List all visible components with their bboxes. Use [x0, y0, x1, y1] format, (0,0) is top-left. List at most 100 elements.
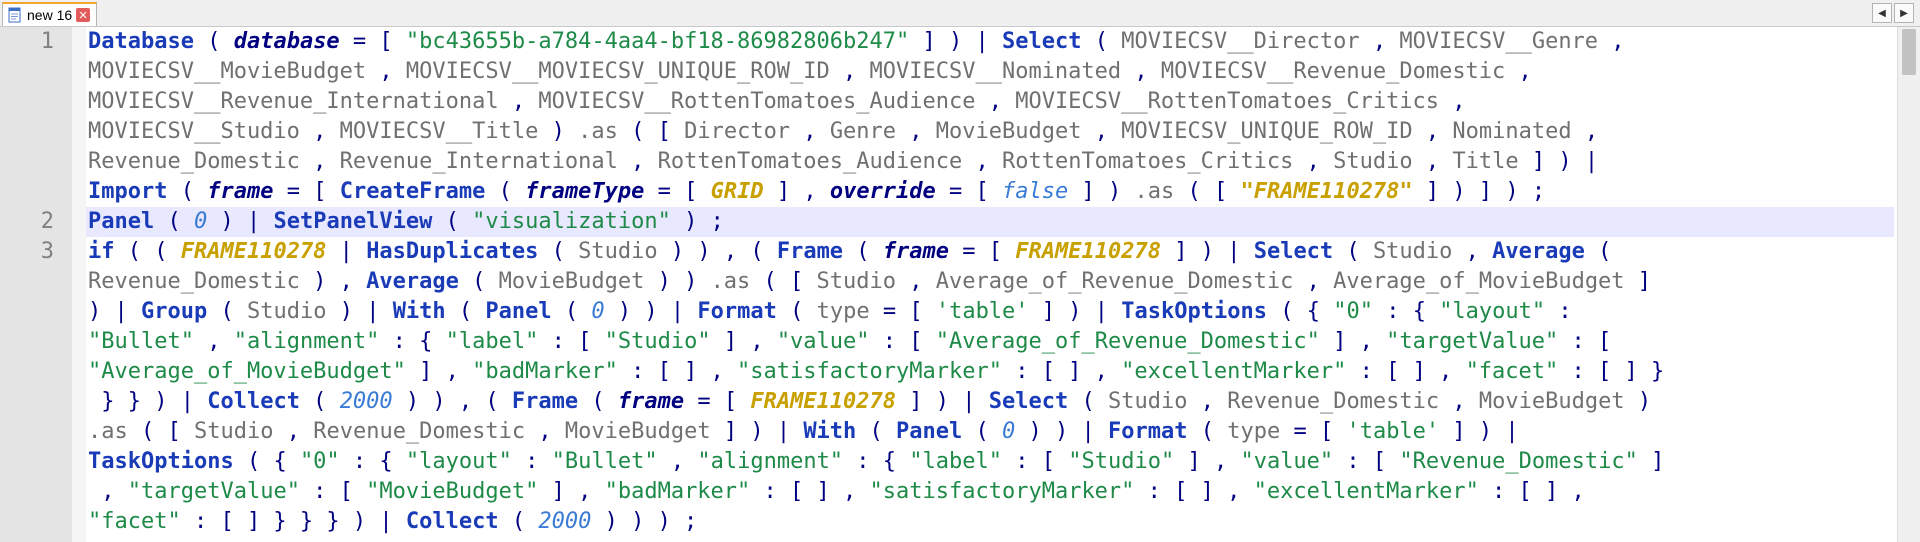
code-token: override: [829, 179, 936, 204]
code-token: ,: [896, 119, 936, 144]
code-line[interactable]: .as ( [ Studio , Revenue_Domestic , Movi…: [88, 417, 1894, 447]
code-token: : [ ] ,: [1134, 479, 1254, 504]
code-token: ] ,: [538, 479, 605, 504]
tab-scroll-right-button[interactable]: ▶: [1894, 3, 1914, 23]
code-token: FRAME110278: [180, 239, 327, 264]
code-token: ( [: [750, 269, 817, 294]
code-line[interactable]: Revenue_Domestic , Revenue_International…: [88, 147, 1894, 177]
code-token: MovieBudget: [935, 119, 1082, 144]
code-token: Import: [88, 179, 168, 204]
code-token: Average: [1492, 239, 1585, 264]
code-token: Panel: [485, 299, 552, 324]
code-token: : [: [869, 329, 936, 354]
code-token: (: [299, 389, 340, 414]
code-editor[interactable]: 1 2 3 Database ( database = [ "bc43655b-…: [0, 27, 1920, 542]
code-token: "0": [299, 449, 340, 474]
code-token: : [ ] }: [1558, 359, 1665, 384]
code-token: ,: [962, 149, 1002, 174]
code-token: ) ) ) ;: [591, 509, 698, 534]
code-token: "label": [909, 449, 1003, 474]
code-token: Genre: [829, 119, 897, 144]
code-token: ( {: [1266, 299, 1334, 324]
code-line[interactable]: Revenue_Domestic ) , Average ( MovieBudg…: [88, 267, 1894, 297]
code-token: (: [776, 299, 817, 324]
code-token: "Average_of_MovieBudget": [88, 359, 406, 384]
code-line[interactable]: Panel ( 0 ) | SetPanelView ( "visualizat…: [88, 207, 1894, 237]
code-line[interactable]: "Average_of_MovieBudget" ] , "badMarker"…: [88, 357, 1894, 387]
code-token: ,: [896, 269, 936, 294]
code-line[interactable]: Import ( frame = [ CreateFrame ( frameTy…: [88, 177, 1894, 207]
code-token: ) |: [207, 209, 274, 234]
code-line[interactable]: TaskOptions ( { "0" : { "layout" : "Bull…: [88, 447, 1894, 477]
code-token: FRAME110278: [750, 389, 897, 414]
code-token: With: [392, 299, 446, 324]
code-token: "Studio": [604, 329, 711, 354]
code-token: Director: [684, 119, 791, 144]
code-token: ,: [299, 119, 340, 144]
code-token: ] ) |: [1160, 239, 1254, 264]
code-token: Average: [366, 269, 459, 294]
code-token: ) ) |: [1015, 419, 1108, 444]
code-line[interactable]: "facet" : [ ] } } } ) | Collect ( 2000 )…: [88, 507, 1894, 537]
code-token: "facet": [88, 509, 181, 534]
close-tab-icon[interactable]: ✕: [76, 8, 91, 22]
code-token: Group: [140, 299, 208, 324]
code-token: SetPanelView: [273, 209, 433, 234]
code-token: ,: [1081, 119, 1122, 144]
code-line[interactable]: MOVIECSV__MovieBudget , MOVIECSV__MOVIEC…: [88, 57, 1894, 87]
code-token: Select: [1253, 239, 1334, 264]
code-token: : {: [379, 329, 446, 354]
code-token: ,: [1571, 119, 1599, 144]
code-token: "layout": [405, 449, 512, 474]
code-token: : [: [1333, 449, 1400, 474]
code-token: .as: [88, 419, 128, 444]
code-token: 'table': [935, 299, 1029, 324]
code-line[interactable]: } } ) | Collect ( 2000 ) ) , ( Frame ( f…: [88, 387, 1894, 417]
code-line[interactable]: if ( ( FRAME110278 | HasDuplicates ( Stu…: [88, 237, 1894, 267]
code-token: .as: [710, 269, 751, 294]
code-token: FRAME110278: [1015, 239, 1161, 264]
code-token: 2000: [339, 389, 393, 414]
code-token: Frame: [511, 389, 579, 414]
code-token: (: [167, 179, 208, 204]
tab-new-16[interactable]: new 16 ✕: [2, 2, 98, 26]
code-token: MOVIECSV__Revenue_Domestic: [1160, 59, 1506, 84]
code-token: Revenue_Domestic: [313, 419, 526, 444]
code-line[interactable]: Database ( database = [ "bc43655b-a784-4…: [88, 27, 1894, 57]
code-token: = [: [949, 239, 1016, 264]
code-token: (: [1187, 419, 1228, 444]
code-token: ] ,: [1174, 449, 1241, 474]
code-token: (: [458, 269, 499, 294]
code-token: : [: [1558, 329, 1612, 354]
code-token: "label": [445, 329, 539, 354]
code-token: (: [154, 209, 194, 234]
scrollbar-thumb[interactable]: [1902, 29, 1916, 75]
code-line[interactable]: MOVIECSV__Revenue_International , MOVIEC…: [88, 87, 1894, 117]
code-token: : [ ] ,: [750, 479, 870, 504]
code-token: "Bullet": [551, 449, 658, 474]
code-token: ,: [1293, 149, 1334, 174]
code-token: ,: [1187, 389, 1228, 414]
code-token: = [: [1280, 419, 1347, 444]
code-token: ,: [1293, 269, 1334, 294]
code-line[interactable]: "Bullet" , "alignment" : { "label" : [ "…: [88, 327, 1894, 357]
code-token: MOVIECSV__Genre: [1399, 29, 1599, 54]
code-token: ,: [1598, 29, 1625, 54]
code-token: TaskOptions: [1121, 299, 1267, 324]
tab-scroll-left-button[interactable]: ◀: [1872, 3, 1892, 23]
code-token: = [: [273, 179, 340, 204]
code-line[interactable]: MOVIECSV__Studio , MOVIECSV__Title ) .as…: [88, 117, 1894, 147]
code-token: (: [1068, 389, 1108, 414]
code-token: ) ) , (: [392, 389, 512, 414]
code-token: : [ ] } } } ) |: [180, 509, 406, 534]
code-line[interactable]: , "targetValue" : [ "MovieBudget" ] , "b…: [88, 477, 1894, 507]
code-token: ( (: [114, 239, 181, 264]
code-token: ) ) , (: [657, 239, 777, 264]
code-token: Revenue_Domestic: [1227, 389, 1440, 414]
vertical-scrollbar[interactable]: [1897, 27, 1920, 542]
code-line[interactable]: ) | Group ( Studio ) | With ( Panel ( 0 …: [88, 297, 1894, 327]
code-token: :: [511, 449, 552, 474]
code-token: ,: [525, 419, 565, 444]
code-token: type: [816, 299, 870, 324]
code-token: ] ,: [405, 359, 473, 384]
